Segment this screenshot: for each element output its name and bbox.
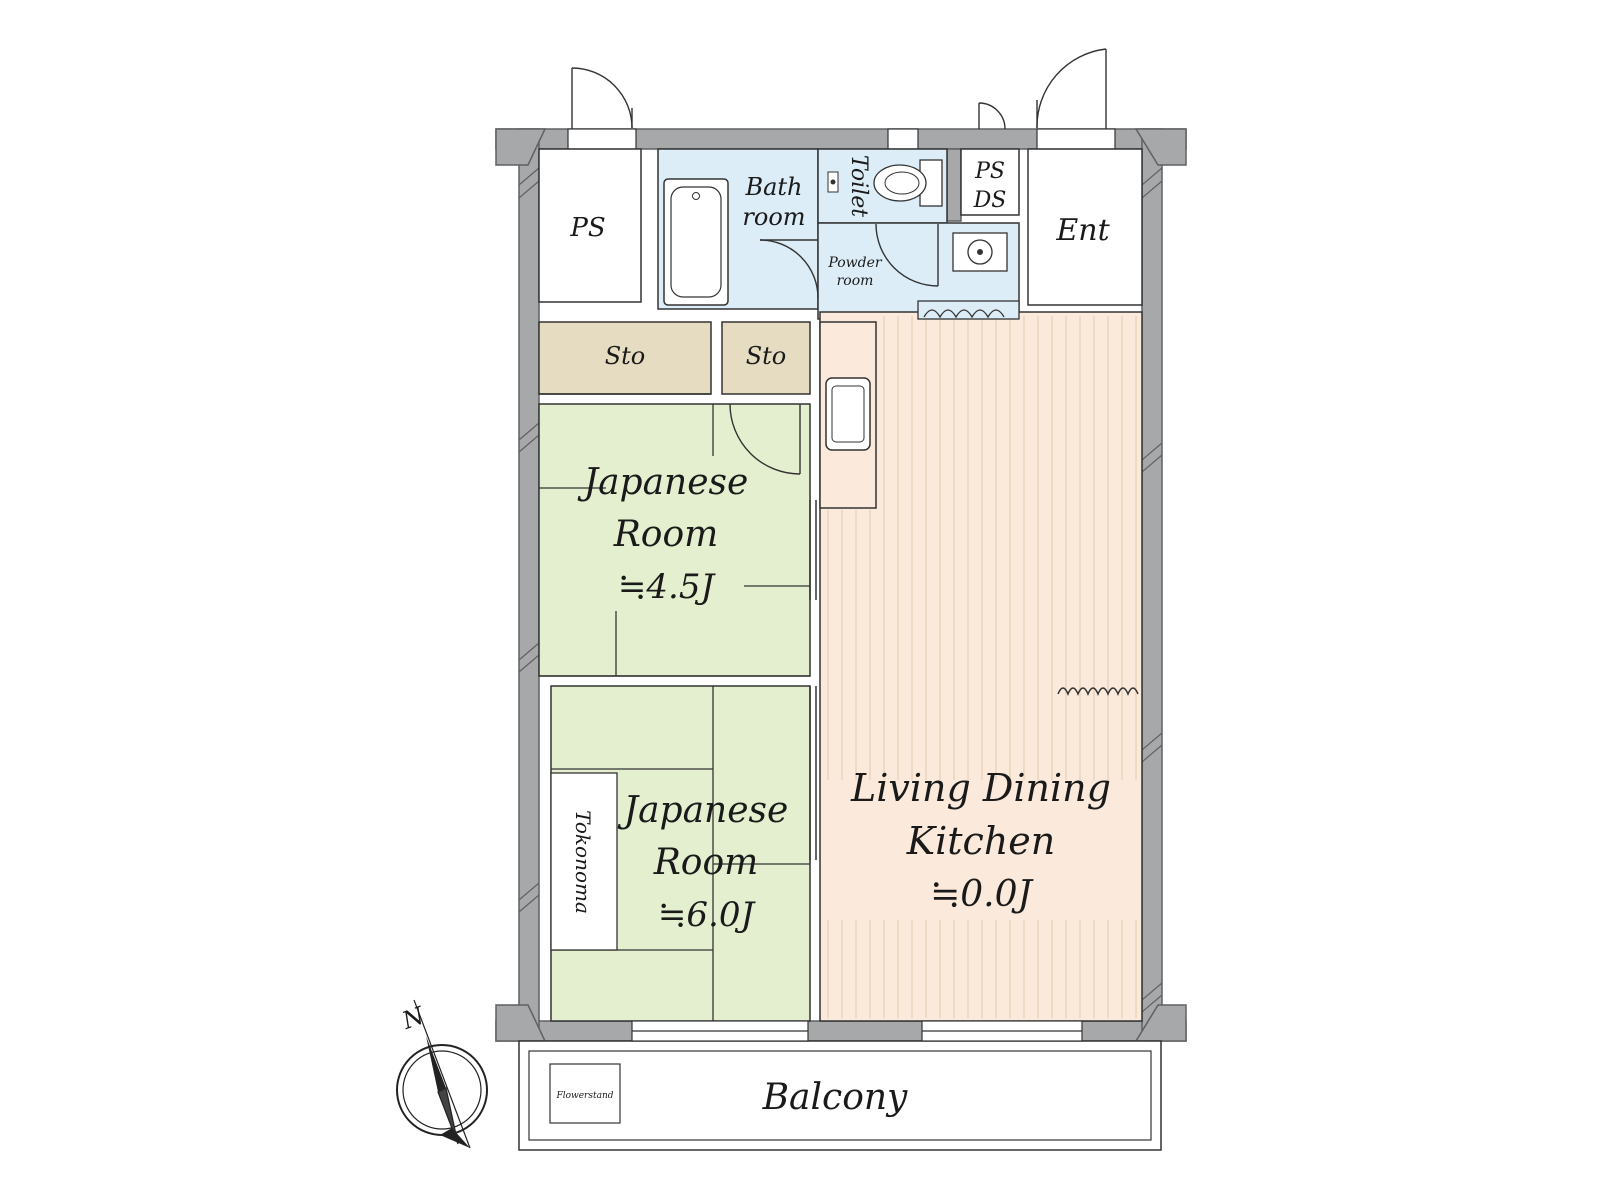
compass-rose-icon: N bbox=[396, 999, 488, 1149]
toilet-label: Toilet bbox=[846, 155, 871, 217]
japanese-room-1-name-line2: Room bbox=[613, 514, 719, 555]
washbasin-icon bbox=[952, 232, 1008, 272]
tokonoma-label: Tokonoma bbox=[571, 810, 595, 914]
japanese-room-2-name-line1: Japanese bbox=[617, 790, 789, 831]
flowerstand-box bbox=[549, 1063, 621, 1124]
ds-right-label: DS bbox=[973, 188, 1007, 213]
japanese-room-1-size: ≒4.5J bbox=[618, 567, 717, 607]
tokonoma-alcove bbox=[550, 772, 618, 951]
japanese-room-1-name-line1: Japanese bbox=[577, 462, 749, 503]
door-swings bbox=[571, 48, 1107, 475]
tatami-lines bbox=[539, 404, 810, 1021]
ldk-name-line1: Living Dining bbox=[850, 766, 1111, 810]
flowerstand-label: Flowerstand bbox=[555, 1091, 613, 1101]
storage-right-label: Sto bbox=[746, 342, 787, 370]
japanese-room-1 bbox=[538, 403, 811, 677]
japanese-room-2-size: ≒6.0J bbox=[658, 895, 757, 935]
entrance-room bbox=[1027, 148, 1143, 306]
sliding-doors bbox=[539, 393, 817, 860]
ps-left-label: PS bbox=[569, 213, 605, 243]
kitchen-counter bbox=[819, 321, 877, 509]
closet-curtain bbox=[917, 300, 1020, 320]
powder-label-line1: Powder bbox=[827, 255, 883, 271]
toilet-icon bbox=[827, 159, 943, 207]
ps-right-label: PS bbox=[974, 159, 1005, 184]
compass-north-label: N bbox=[398, 1001, 429, 1035]
balcony-label: Balcony bbox=[762, 1077, 908, 1118]
entrance-label: Ent bbox=[1055, 213, 1110, 248]
ldk-flooring-lines bbox=[827, 316, 1137, 1018]
balcony-windows bbox=[631, 1020, 1083, 1042]
powder-label-line2: room bbox=[837, 273, 874, 289]
bath-label-line2: room bbox=[742, 203, 805, 231]
sink-icon bbox=[825, 377, 871, 451]
bath-label-line1: Bath bbox=[744, 173, 802, 201]
balcony-area bbox=[518, 1040, 1162, 1151]
ldk-size: ≒0.0J bbox=[930, 874, 1034, 915]
wall-hatching bbox=[518, 167, 1163, 1013]
storage-right bbox=[721, 321, 811, 395]
top-openings bbox=[567, 128, 1116, 150]
ps-ds-room bbox=[960, 148, 1020, 216]
curtain-symbol bbox=[1057, 687, 1139, 696]
bathtub-icon bbox=[663, 178, 729, 306]
storage-left-label: Sto bbox=[605, 342, 646, 370]
japanese-room-2-name-line2: Room bbox=[653, 842, 759, 883]
ldk-name-line2: Kitchen bbox=[906, 819, 1056, 863]
ps-left-room bbox=[538, 148, 642, 303]
storage-left bbox=[538, 321, 712, 395]
